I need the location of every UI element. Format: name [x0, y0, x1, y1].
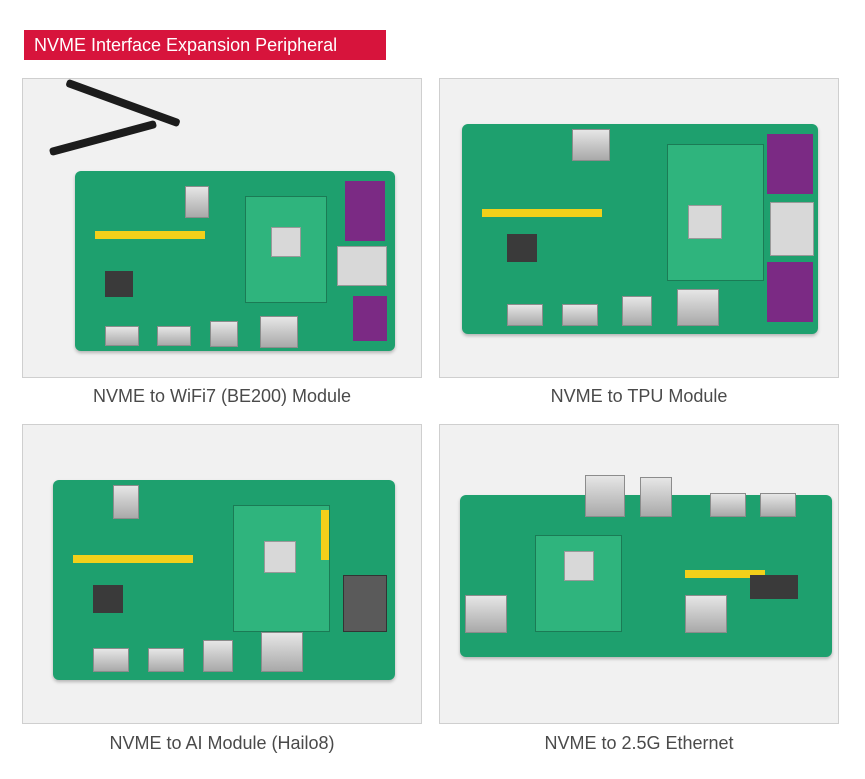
hdmi-port-0: [710, 493, 746, 517]
m2-card: [345, 181, 385, 241]
network-jack: [572, 129, 610, 161]
wifi7-module: [337, 246, 387, 286]
sd-slot: [93, 585, 123, 613]
m2-card: [767, 134, 813, 194]
sd-slot: [507, 234, 537, 262]
page-title-banner: NVME Interface Expansion Peripheral: [24, 30, 386, 60]
hdmi-port-0: [93, 648, 129, 672]
hdmi-port-1: [157, 326, 191, 346]
usb-c-port: [185, 186, 209, 218]
soc-chip: [271, 227, 301, 257]
carrier-board: [75, 171, 395, 351]
carrier-board: [460, 475, 832, 657]
compute-module: [667, 144, 764, 281]
hdmi-port-1: [148, 648, 184, 672]
usb-port: [640, 477, 672, 517]
carrier-board: [462, 124, 818, 334]
photo-panel-hailo8: [22, 424, 422, 724]
gpio-header: [685, 570, 765, 578]
hdmi-port-1: [562, 304, 598, 326]
usb-port: [622, 296, 652, 326]
pin-header: [321, 510, 329, 560]
soc-chip: [264, 541, 296, 573]
carrier-board: [53, 480, 395, 680]
gpio-header: [95, 231, 205, 239]
usb-port: [203, 640, 233, 672]
hailo8-module: [343, 575, 387, 632]
caption-hailo8: NVME to AI Module (Hailo8): [109, 733, 335, 753]
hdmi-port-0: [507, 304, 543, 326]
caption-wifi7: NVME to WiFi7 (BE200) Module: [92, 386, 352, 406]
photo-panel-wifi7: [22, 78, 422, 378]
caption-ethernet: NVME to 2.5G Ethernet: [544, 733, 734, 753]
ethernet-port-2: [685, 595, 727, 633]
hdmi-port-0: [105, 326, 139, 346]
photo-panel-tpu: [439, 78, 839, 378]
compute-module: [535, 535, 622, 632]
antenna-left: [65, 79, 181, 128]
compute-module: [245, 196, 327, 303]
sd-slot: [105, 271, 133, 297]
tpu-module: [770, 202, 814, 256]
ethernet-port: [261, 632, 303, 672]
nvme-adapter: [353, 296, 387, 341]
page-title: NVME Interface Expansion Peripheral: [34, 35, 338, 55]
caption-tpu: NVME to TPU Module: [550, 386, 728, 406]
compute-module: [233, 505, 330, 632]
gpio-header: [73, 555, 193, 563]
usb-c-port: [113, 485, 139, 519]
ethernet-port: [677, 289, 719, 326]
ethernet-port-1: [465, 595, 507, 633]
network-jack: [585, 475, 625, 517]
hdmi-port-1: [760, 493, 796, 517]
usb-port: [210, 321, 238, 347]
ethernet-chip: [750, 575, 798, 599]
ethernet-port: [260, 316, 298, 348]
photo-panel-ethernet: [439, 424, 839, 724]
soc-chip: [688, 205, 722, 239]
antenna-right: [48, 119, 158, 157]
nvme-adapter: [767, 262, 813, 322]
gpio-header: [482, 209, 602, 217]
soc-chip: [564, 551, 594, 581]
